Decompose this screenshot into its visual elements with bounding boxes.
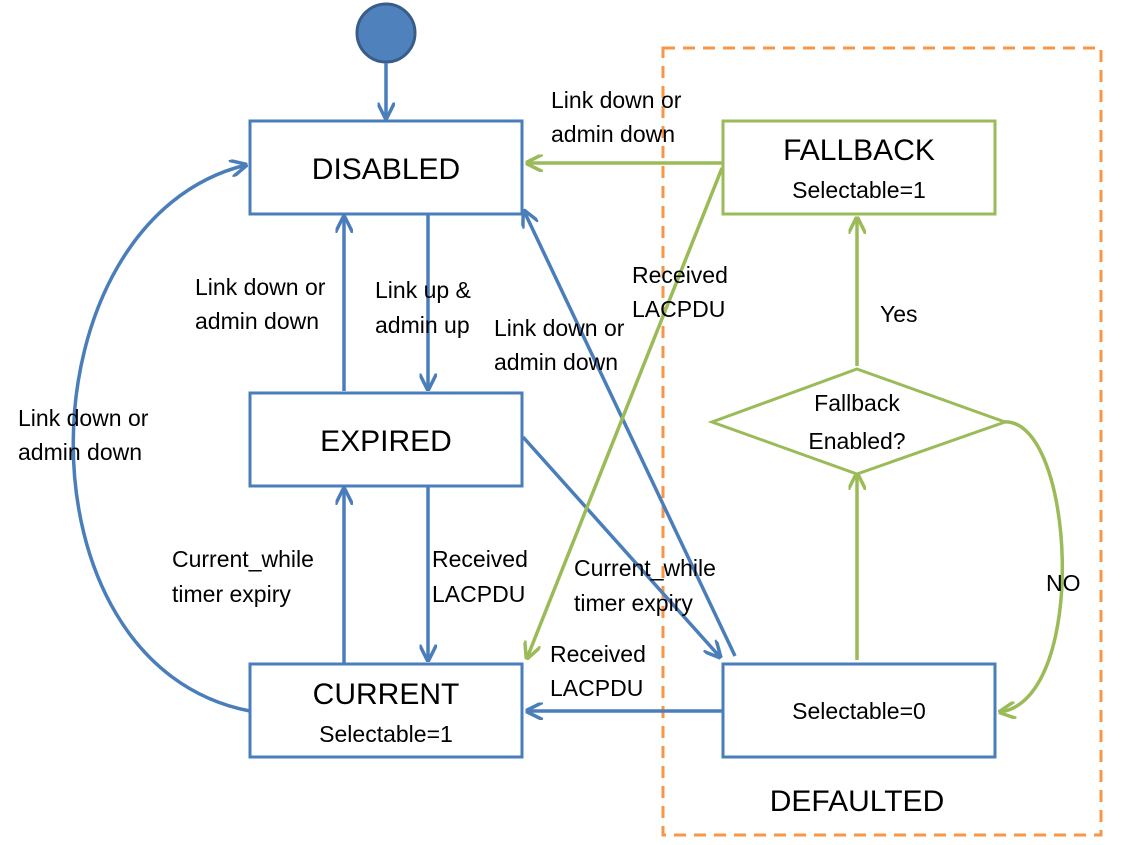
label-expired-to-defaulted-2: timer expiry	[574, 590, 693, 616]
state-expired	[248, 391, 524, 488]
state-current-sub: Selectable=1	[319, 721, 453, 747]
label-current-to-expired-2: timer expiry	[172, 581, 291, 607]
state-defaulted	[721, 662, 997, 759]
label-disabled-to-expired-2: admin up	[375, 312, 470, 338]
state-expired-title: EXPIRED	[320, 425, 452, 458]
label-current-to-expired-1: Current_while	[172, 546, 314, 572]
decision-line2: Enabled?	[808, 428, 905, 454]
label-fallback-to-disabled-2: admin down	[551, 121, 675, 147]
label-expired-to-current-1: Received	[432, 546, 528, 572]
label-defaulted-to-current-2: LACPDU	[550, 675, 643, 701]
label-fallback-to-current-2: LACPDU	[632, 296, 725, 322]
label-expired-to-disabled-2: admin down	[195, 308, 319, 334]
decision-line1: Fallback	[814, 390, 900, 416]
start-node	[355, 2, 417, 64]
state-current-title: CURRENT	[313, 678, 460, 711]
edge-fallback-to-current	[527, 167, 724, 658]
state-disabled	[248, 119, 524, 216]
edge-defaulted-to-disabled	[524, 211, 737, 657]
edge-expired-to-defaulted	[521, 435, 720, 657]
label-expired-to-defaulted-1: Current_while	[574, 555, 716, 581]
label-fallback-to-current-1: Received	[632, 262, 728, 288]
label-defaulted-to-disabled-1: Link down or	[494, 315, 625, 341]
label-fallback-to-disabled-1: Link down or	[551, 87, 682, 113]
label-decision-yes: Yes	[880, 301, 918, 327]
decision-fallback-enabled	[707, 367, 1010, 476]
label-expired-to-current-2: LACPDU	[432, 581, 525, 607]
edge-decision-no	[1000, 420, 1064, 712]
label-disabled-to-expired-1: Link up &	[375, 277, 471, 303]
label-defaulted-to-disabled-2: admin down	[494, 349, 618, 375]
label-expired-to-disabled-1: Link down or	[195, 274, 326, 300]
state-defaulted-sub: Selectable=0	[792, 698, 926, 724]
state-fallback-sub: Selectable=1	[792, 177, 926, 203]
state-disabled-title: DISABLED	[312, 153, 460, 186]
defaulted-group-title: DEFAULTED	[770, 785, 944, 818]
state-fallback-title: FALLBACK	[783, 134, 935, 167]
label-decision-no: NO	[1046, 570, 1081, 596]
label-current-to-disabled-1: Link down or	[18, 405, 149, 431]
label-defaulted-to-current-1: Received	[550, 641, 646, 667]
state-current	[248, 662, 524, 759]
edge-current-to-disabled	[71, 165, 251, 713]
defaulted-group-border	[661, 46, 1103, 837]
state-fallback	[721, 119, 997, 216]
label-current-to-disabled-2: admin down	[18, 439, 142, 465]
